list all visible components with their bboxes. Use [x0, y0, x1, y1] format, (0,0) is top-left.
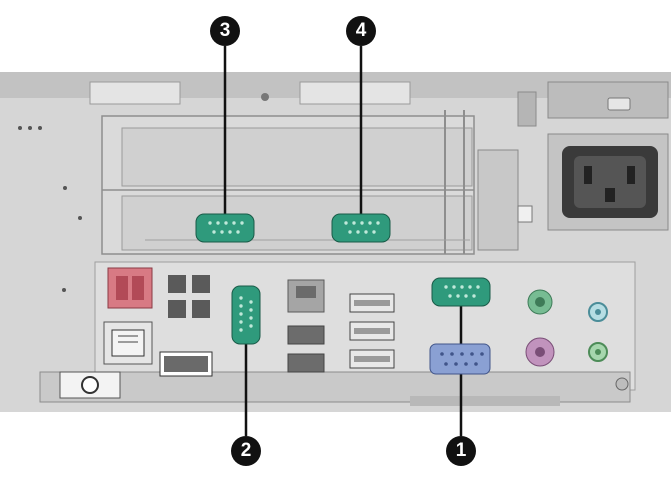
audio-jacks [588, 302, 608, 362]
usb-small-ports [287, 325, 325, 373]
jack-left [103, 321, 153, 365]
callout-4: 4 [346, 16, 376, 46]
chassis [0, 72, 671, 412]
ethernet-port [287, 279, 325, 313]
red-connector [107, 267, 153, 309]
callout-2: 2 [231, 436, 261, 466]
square-sockets [168, 275, 210, 318]
display-connector [159, 351, 213, 377]
serial-port-3 [195, 213, 255, 243]
ps2-keyboard [525, 337, 555, 367]
serial-port-1 [431, 277, 491, 307]
serial-port-2 [231, 285, 261, 345]
vga-port [429, 343, 491, 375]
usb-stack [349, 293, 395, 369]
callout-3: 3 [210, 16, 240, 46]
ps2-mouse [527, 289, 553, 315]
callout-1: 1 [446, 436, 476, 466]
serial-port-4 [331, 213, 391, 243]
